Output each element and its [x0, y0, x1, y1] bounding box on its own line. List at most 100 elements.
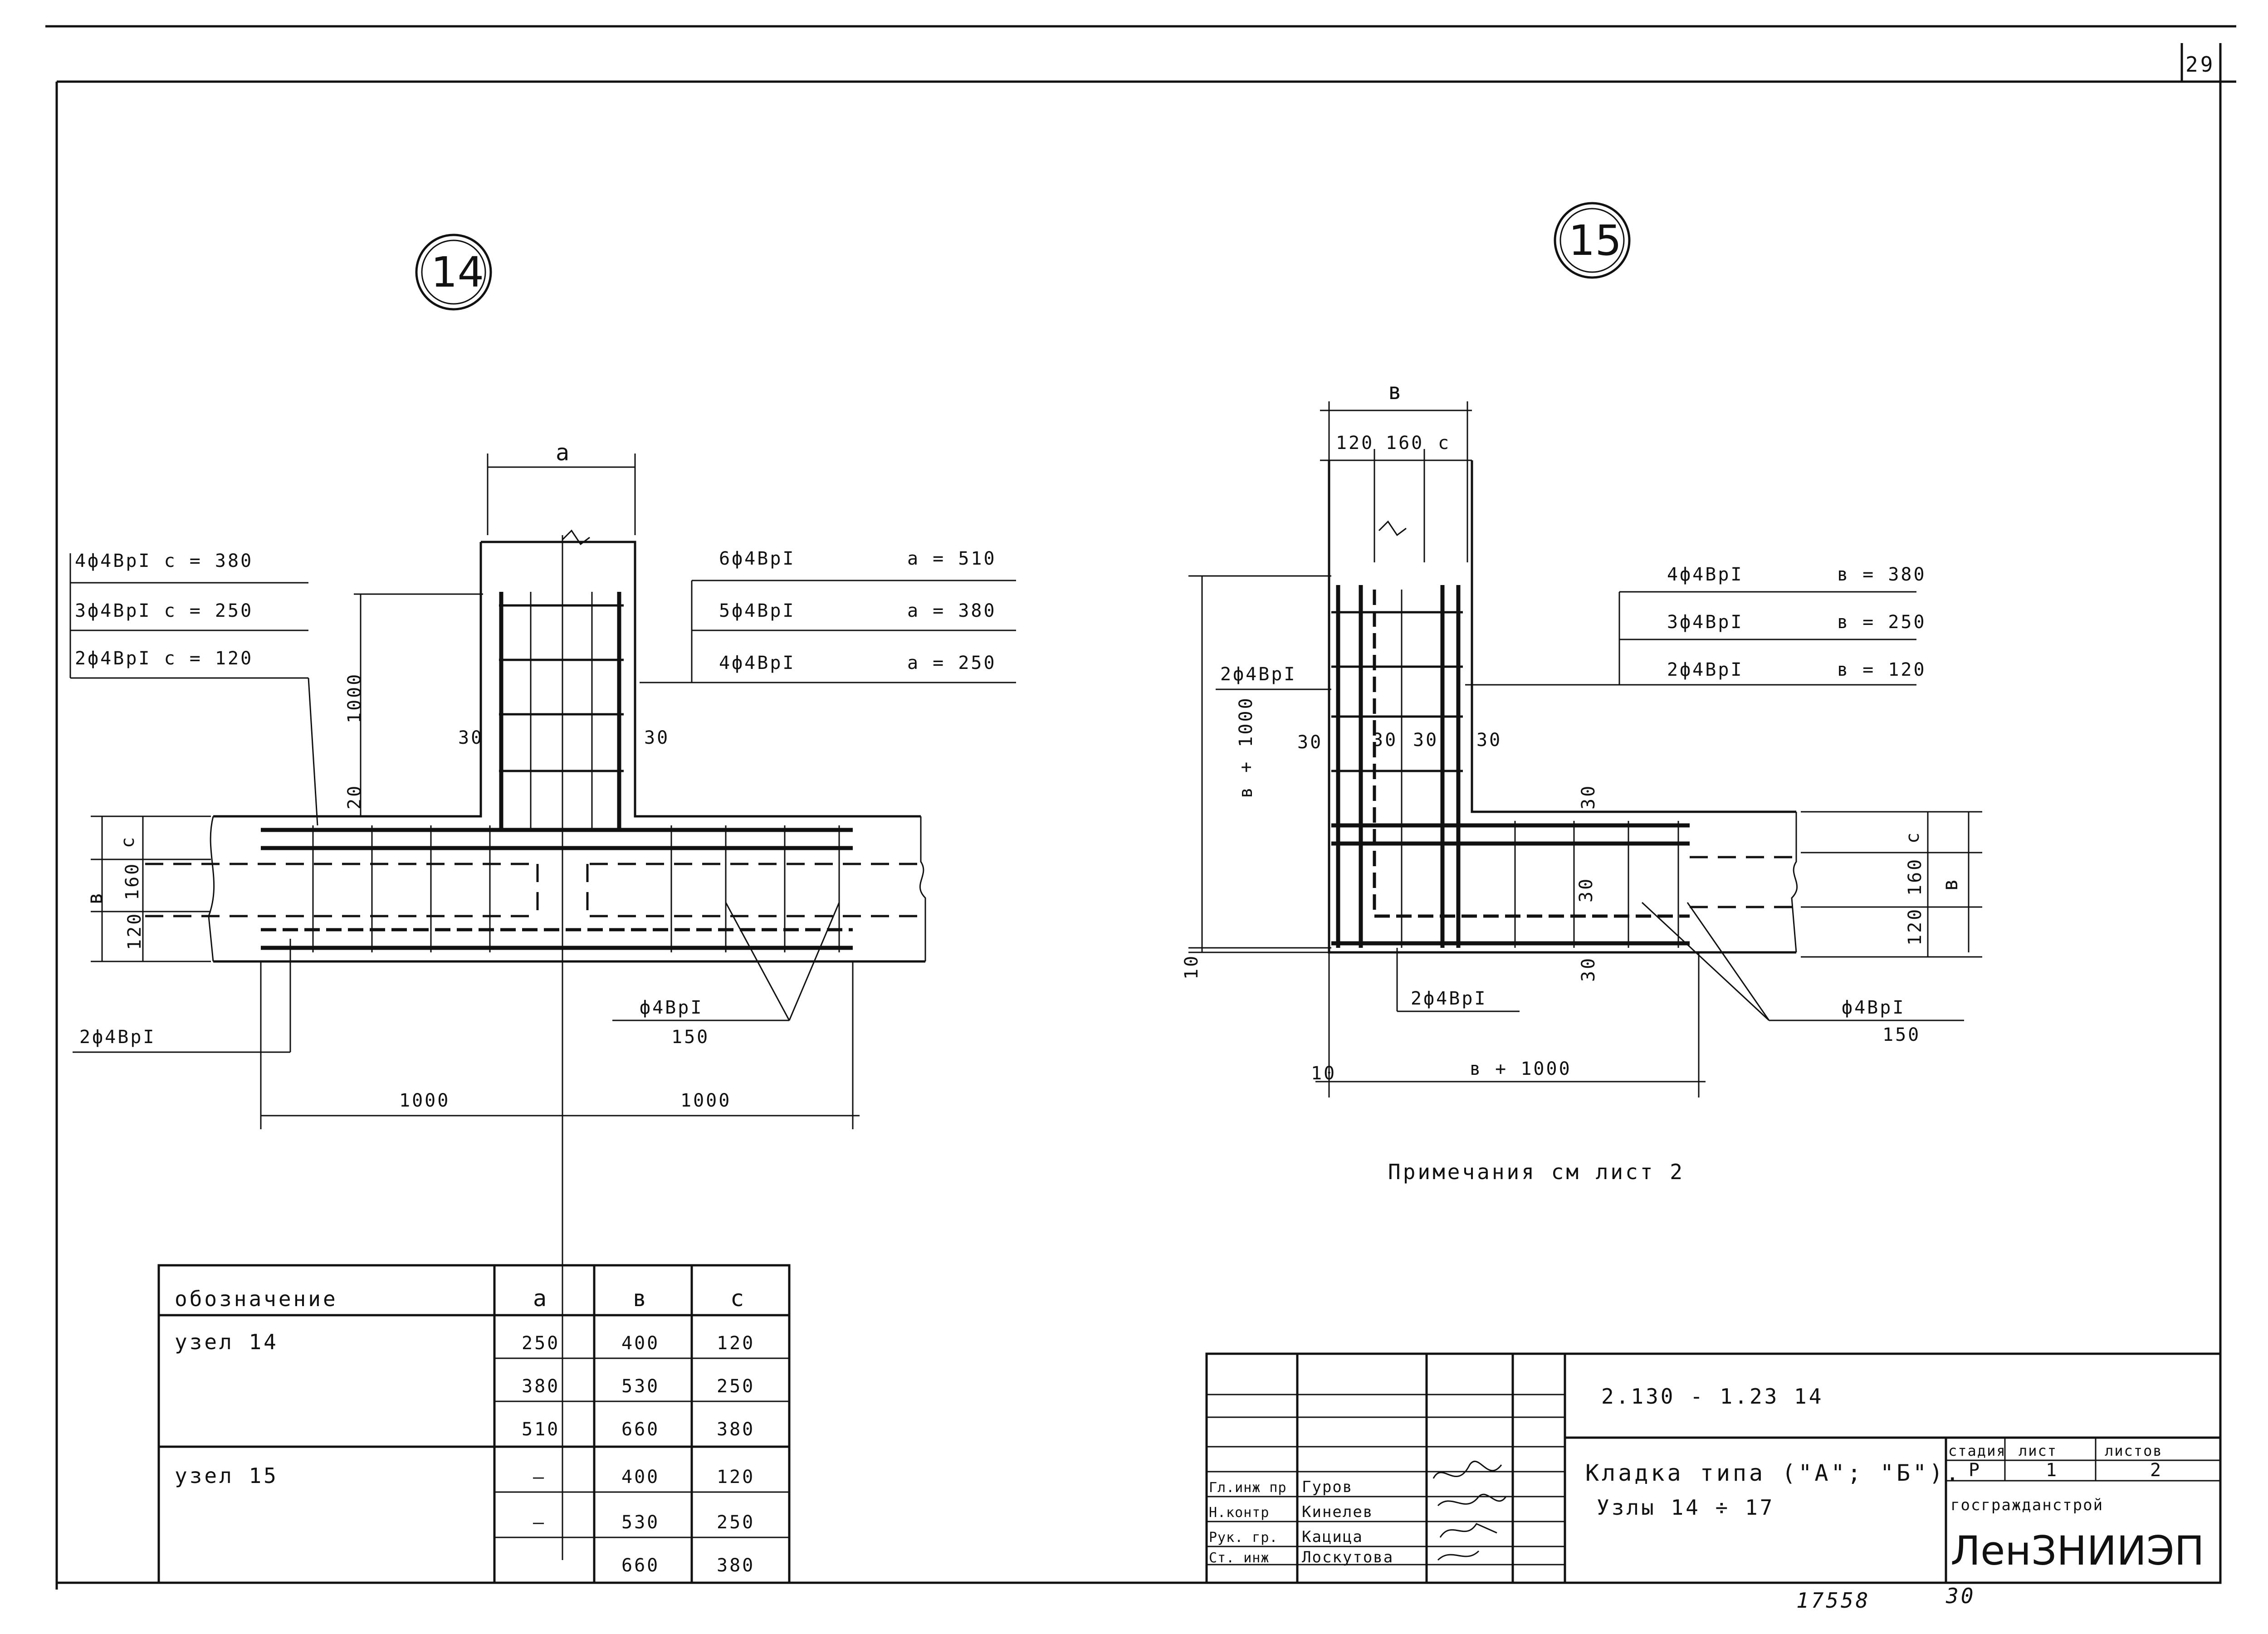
- left-label-15: 2ф4ВрI: [1220, 664, 1297, 685]
- table-cell: 380: [717, 1419, 755, 1440]
- vertical-dim-15: в + 1000: [1236, 696, 1256, 798]
- name-2: Кинелев: [1302, 1503, 1373, 1521]
- table-cell: —: [533, 1512, 546, 1533]
- dim-160-top-15: 160: [1386, 433, 1424, 454]
- table-group-14: узел 14: [175, 1330, 279, 1354]
- node-15-label: 15: [1569, 216, 1622, 265]
- table-cell: 530: [621, 1512, 660, 1533]
- right-leaders-14: 6ф4ВрI a = 510 5ф4ВрI a = 380 4ф4ВрI a =…: [640, 548, 1016, 683]
- table-cell: 660: [621, 1419, 660, 1440]
- dim-1000-vertical-14: 1000: [344, 673, 365, 723]
- node-15-marker: [1554, 202, 1631, 279]
- horizontal-dim-15: в + 1000: [1470, 1058, 1572, 1079]
- right-label-1-14: 6ф4ВрI: [719, 548, 796, 569]
- mesh-label-15: ф4ВрI: [1842, 997, 1905, 1018]
- table-cell: 400: [621, 1333, 660, 1354]
- gap-30-c-15: 30: [1413, 730, 1438, 751]
- gap-30-left-14: 30: [458, 727, 484, 748]
- role-2: Н.контр: [1209, 1505, 1269, 1521]
- role-1: Гл.инж пр: [1209, 1480, 1287, 1496]
- dim-a-label: a: [556, 439, 572, 466]
- table-cell: 250: [717, 1512, 755, 1533]
- name-3: Кацица: [1302, 1528, 1363, 1546]
- org-name-2: ЛенЗНИИЭП: [1950, 1527, 2204, 1574]
- bottom-label-15: 2ф4ВрI: [1411, 988, 1487, 1009]
- mesh-horizontal-15: [1331, 821, 1690, 948]
- stage-header: стадия: [1948, 1442, 2006, 1459]
- node-15-drawing: 15 в 120 160 c: [1181, 202, 1982, 1184]
- right-label-2-15: 3ф4ВрI: [1667, 612, 1744, 633]
- table-cell: —: [533, 1467, 546, 1488]
- sheets-value: 2: [2150, 1460, 2163, 1481]
- gap-30-e-15: 30: [1578, 784, 1599, 810]
- table-cell: 660: [621, 1555, 660, 1576]
- sheets-header: листов: [2105, 1442, 2163, 1459]
- mesh-vertical-14: [499, 535, 624, 1560]
- dim-c-top-15: c: [1438, 433, 1451, 454]
- title-block: Гл.инж пр Н.контр Рук. гр. Ст. инж Гуров…: [1205, 1352, 2222, 1584]
- mesh-vertical-15: [1331, 585, 1463, 948]
- mesh-step-14: 150: [671, 1027, 709, 1048]
- signatures: [1432, 1460, 1507, 1561]
- left-label-2-14: 3ф4ВрI с = 250: [75, 600, 253, 621]
- left-label-3-14: 2ф4ВрI с = 120: [75, 648, 253, 669]
- bottom-number: 17558: [1796, 1588, 1870, 1613]
- gap-10-left-15: 10: [1181, 954, 1202, 980]
- mesh-horizontal-14: [261, 825, 853, 952]
- table-cell: 120: [717, 1467, 755, 1488]
- dim-c-right-15: c: [1902, 831, 1923, 844]
- right-value-1-14: a = 510: [907, 548, 997, 569]
- gap-20-14: 20: [344, 784, 365, 810]
- right-value-1-15: в = 380: [1837, 564, 1926, 585]
- table-cell: 400: [621, 1467, 660, 1488]
- left-label-1-14: 4ф4ВрI с = 380: [75, 551, 253, 571]
- bottom-page: 30: [1945, 1584, 1975, 1608]
- mesh-label-14: ф4ВрI: [640, 997, 703, 1018]
- table-header-a: a: [533, 1285, 549, 1312]
- bottom-left-label-14: 2ф4ВрI: [79, 1027, 156, 1048]
- name-4: Лоскутова: [1302, 1548, 1393, 1566]
- dim-c-14: c: [117, 835, 138, 848]
- table-cell: 530: [621, 1376, 660, 1397]
- node-14-marker: [415, 234, 492, 311]
- right-value-2-14: a = 380: [907, 600, 997, 621]
- name-1: Гуров: [1302, 1478, 1353, 1496]
- gap-30-f-15: 30: [1576, 877, 1597, 902]
- sheet-header: лист: [2019, 1442, 2057, 1459]
- dim-160-14: 160: [122, 862, 143, 900]
- table-cell: 250: [717, 1376, 755, 1397]
- role-3: Рук. гр.: [1209, 1530, 1278, 1546]
- drawing-code: 2.130 - 1.23 14: [1601, 1384, 1823, 1409]
- dim-b-label-14: в: [83, 890, 107, 905]
- right-value-2-15: в = 250: [1837, 612, 1926, 633]
- mesh-step-15: 150: [1882, 1024, 1921, 1045]
- node-14-drawing: 14 a в c 160 120: [69, 234, 1016, 1560]
- gap-30-d-15: 30: [1476, 730, 1502, 751]
- right-label-1-15: 4ф4ВрI: [1667, 564, 1744, 585]
- table-header-designation: обозначение: [175, 1287, 338, 1311]
- dim-120-14: 120: [124, 912, 145, 950]
- table-header-b: в: [633, 1285, 649, 1312]
- table-header-c: c: [730, 1285, 747, 1312]
- dim-1000-right-14: 1000: [680, 1090, 731, 1111]
- table-cell: 120: [717, 1333, 755, 1354]
- role-4: Ст. инж: [1209, 1550, 1269, 1566]
- sheet-value: 1: [2046, 1460, 2058, 1481]
- gap-30-g-15: 30: [1578, 956, 1599, 982]
- table-group-15: узел 15: [175, 1463, 279, 1488]
- right-label-2-14: 5ф4ВрI: [719, 600, 796, 621]
- table-cell: 250: [522, 1333, 560, 1354]
- node-14-label: 14: [431, 248, 484, 297]
- stage-value: Р: [1969, 1460, 1981, 1481]
- right-value-3-15: в = 120: [1837, 659, 1926, 680]
- table-cell: 510: [522, 1419, 560, 1440]
- dim-160-right-15: 160: [1905, 858, 1926, 896]
- gap-10-bottom-15: 10: [1311, 1063, 1336, 1084]
- table-cell: 380: [717, 1555, 755, 1576]
- dim-b-label-15: в: [1388, 378, 1404, 405]
- right-leaders-15: 4ф4ВрI в = 380 3ф4ВрI в = 250 2ф4ВрI в =…: [1465, 564, 1926, 686]
- dim-1000-left-14: 1000: [399, 1090, 450, 1111]
- dim-120-right-15: 120: [1905, 907, 1926, 946]
- sheet-frame: 29: [45, 25, 2236, 1590]
